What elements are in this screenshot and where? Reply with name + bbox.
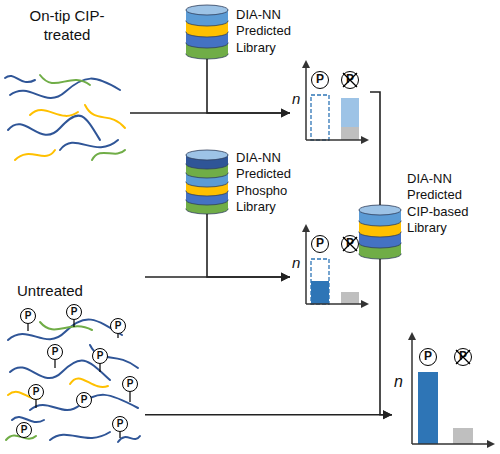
sample-title: Untreated (17, 282, 83, 301)
phospho-group: P (16, 422, 32, 438)
peptide-strands (6, 319, 140, 442)
phospho-symbol: P (419, 348, 437, 366)
phospho-group: P (66, 304, 82, 320)
connector-line (370, 92, 380, 205)
phospho-group: P (20, 308, 36, 324)
connector-line (130, 112, 290, 114)
peptide-strands (5, 75, 125, 160)
connector-line (380, 259, 392, 415)
spectral-library: DIA-NN Predicted Library (186, 5, 298, 59)
library-label: DIA-NN Predicted Phospho Library (236, 150, 300, 215)
flow-arrow (207, 59, 290, 118)
phospho-group: P (28, 384, 44, 400)
bar-chart-art (302, 224, 369, 308)
arrow-head (281, 273, 290, 282)
axis-label: n (292, 90, 300, 109)
library-label: DIA-NN Predicted CIP-based Library (407, 171, 479, 236)
connector-line (207, 59, 290, 113)
flow-arrow (130, 109, 290, 118)
sample-group: On-tip CIP-treated (5, 5, 130, 165)
phospho-symbol: P (311, 235, 329, 253)
phospho-group: P (92, 348, 108, 364)
phospho-symbol: P (311, 71, 329, 89)
flow-arrow (207, 214, 290, 282)
flow-arrow (145, 410, 392, 419)
spectral-library: DIA-NN Predicted Phospho Library (186, 150, 302, 214)
flow-arrow (380, 259, 392, 419)
sample-title: On-tip CIP-treated (17, 7, 117, 45)
phospho-group: P (76, 392, 92, 408)
phospho-symbol: P (454, 348, 472, 366)
phospho-group: P (47, 344, 63, 360)
library-cylinder (359, 205, 401, 259)
phospho-group: P (112, 416, 128, 432)
bar-chart: nPP (290, 58, 370, 144)
arrow-head (281, 273, 290, 282)
phospho-symbol: P (341, 235, 359, 253)
axis-label: n (292, 254, 300, 273)
spectral-library: DIA-NN Predicted CIP-based Library (359, 205, 401, 259)
flow-arrow (370, 92, 380, 205)
library-cylinder (186, 150, 228, 214)
library-cylinder (186, 5, 228, 59)
phospho-group: P (110, 318, 126, 334)
arrow-head (281, 109, 290, 118)
arrow-head (383, 410, 392, 419)
bar-chart-art (408, 332, 495, 448)
phospho-stalks (24, 320, 130, 438)
bar-chart-art (302, 60, 369, 144)
axis-label: n (394, 372, 403, 392)
bar-chart: nPP (392, 330, 498, 446)
arrow-head (383, 410, 392, 419)
phospho-group: P (122, 376, 138, 392)
arrow-head (281, 109, 290, 118)
flow-arrow (145, 273, 290, 282)
phospho-symbol: P (341, 71, 359, 89)
connector-line (145, 414, 392, 416)
connector-line (145, 276, 290, 278)
library-label: DIA-NN Predicted Library (236, 7, 300, 56)
bar-chart: nPP (290, 222, 370, 308)
connector-line (207, 214, 290, 277)
